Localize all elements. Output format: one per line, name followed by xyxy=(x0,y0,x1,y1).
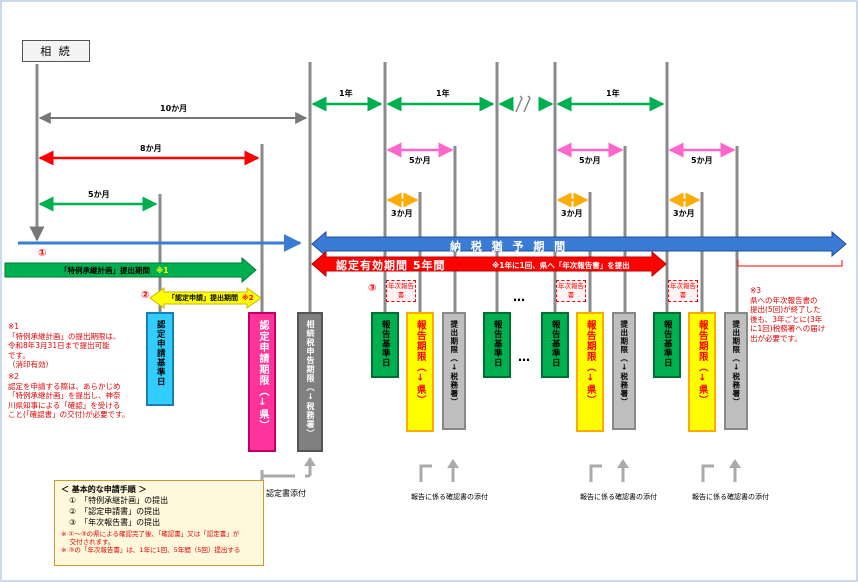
report-base-column-2: 報告基準日 xyxy=(483,312,511,378)
procedure-note-2: ※ ③の「年次報告書」は、1年に1回、5年間（5回）提出する xyxy=(61,546,241,554)
report-base-column-3: 報告基準日 xyxy=(541,312,569,378)
inheritance-tax-deadline-column: 相続税申告期限（↓税務署） xyxy=(297,312,323,452)
label-3-months-c: 3か月 xyxy=(673,209,695,218)
annual-report-box-3: 年次報告書 xyxy=(668,280,698,302)
attach-arrowheads xyxy=(304,457,741,468)
note-2: ※2 認定を申請する際は、あらかじめ 「特例承継計画」を提出し、神奈 川県知事に… xyxy=(8,372,130,419)
label-1-year-c: 1年 xyxy=(606,89,620,98)
break-symbol xyxy=(515,95,531,113)
cert-valid-arrow xyxy=(311,250,667,278)
procedure-step-1: ① 「特例承継計画」の提出 xyxy=(69,496,169,505)
note3-bracket xyxy=(737,260,843,267)
label-5-months-c: 5か月 xyxy=(691,156,713,165)
attach-report-label-1: 報告に係る確認書の添付 xyxy=(411,493,488,501)
procedure-step-2: ② 「認定申請書」の提出 xyxy=(69,507,161,516)
tax-grace-arrow xyxy=(311,230,847,258)
label-5-months-first: 5か月 xyxy=(88,190,110,199)
attach-report-label-3: 報告に係る確認書の添付 xyxy=(692,493,769,501)
attach-brackets xyxy=(260,458,737,482)
label-1-year-b: 1年 xyxy=(436,89,450,98)
report-base-column-1: 報告基準日 xyxy=(371,312,399,378)
annual-report-box-1: 年次報告書 xyxy=(386,280,416,302)
label-10-months: 10か月 xyxy=(160,104,188,113)
attach-report-label-2: 報告に係る確認書の添付 xyxy=(580,493,657,501)
label-8-months: 8か月 xyxy=(140,144,162,153)
report-deadline-column-2: 報告期限（↓県） xyxy=(576,312,604,432)
note-3: ※3 県への年次報告書の 提出(5回)が終了した 後も、3年ごとに(3年 に1回… xyxy=(750,286,826,343)
apply-period-bar xyxy=(149,287,262,309)
note-1: ※1 「特例承継計画」の提出期限は、 令和8年3月31日まで提出可能 です。 （… xyxy=(8,322,121,369)
apply-deadline-column: 認定申請期限（↓県） xyxy=(248,312,276,452)
plan-period-text: 「特例承継計画」提出期間 xyxy=(60,266,150,275)
submit-deadline-column-2: 提出期限（↓税務署） xyxy=(612,312,636,430)
apply-period-label: 「認定申請」提出期間 ※2 xyxy=(168,293,254,303)
label-3-months-b: 3か月 xyxy=(561,209,583,218)
label-5-months-b: 5か月 xyxy=(579,156,601,165)
title-box: 相 続 xyxy=(22,40,90,62)
circle-3: ③ xyxy=(368,283,377,294)
label-1-year-a: 1年 xyxy=(339,89,353,98)
cert-valid-label: 認定有効期間 5年間 xyxy=(336,259,446,272)
attach-cert-label: 認定書添付 xyxy=(266,489,306,498)
tax-grace-label: 納 税 猶 予 期 間 xyxy=(450,240,569,253)
plan-period-label: 「特例承継計画」提出期間 ※1 xyxy=(60,265,169,276)
plan-mark: ※1 xyxy=(156,266,169,275)
report-deadline-column-3: 報告期限（↓県） xyxy=(688,312,716,432)
procedure-step-3: ③ 「年次報告書」の提出 xyxy=(69,518,161,527)
apply-mark: ※2 xyxy=(242,294,254,302)
report-deadline-column-1: 報告期限（↓県） xyxy=(406,312,434,432)
apply-base-column: 認定申請基準日 xyxy=(146,312,174,406)
circle-2: ② xyxy=(141,290,150,301)
ellipsis-middle: … xyxy=(518,350,530,364)
cert-valid-note: ※1年に1回、県へ「年次報告書」を提出 xyxy=(492,261,630,270)
procedure-title: ＜ 基本的な申請手順 ＞ xyxy=(61,485,147,494)
submit-deadline-column-1: 提出期限（↓税務署） xyxy=(442,312,466,430)
submit-deadline-column-3: 提出期限（↓税務署） xyxy=(724,312,748,430)
ellipsis-top: … xyxy=(513,290,525,304)
procedure-box: ＜ 基本的な申請手順 ＞ ① 「特例承継計画」の提出 ② 「認定申請書」の提出 … xyxy=(54,480,264,566)
report-base-column-4: 報告基準日 xyxy=(653,312,681,378)
annual-report-box-2: 年次報告書 xyxy=(556,280,586,302)
procedure-note-1: ※ ①～③の県による確認完了後、「確認書」又は「認定書」が 交付されます。 xyxy=(61,530,240,546)
circle-1: ① xyxy=(38,248,47,259)
label-3-months-a: 3か月 xyxy=(391,209,413,218)
title-text: 相 続 xyxy=(40,45,72,58)
apply-period-text: 「認定申請」提出期間 xyxy=(168,294,238,302)
label-5-months-a: 5か月 xyxy=(409,156,431,165)
plan-period-bar xyxy=(4,256,257,284)
